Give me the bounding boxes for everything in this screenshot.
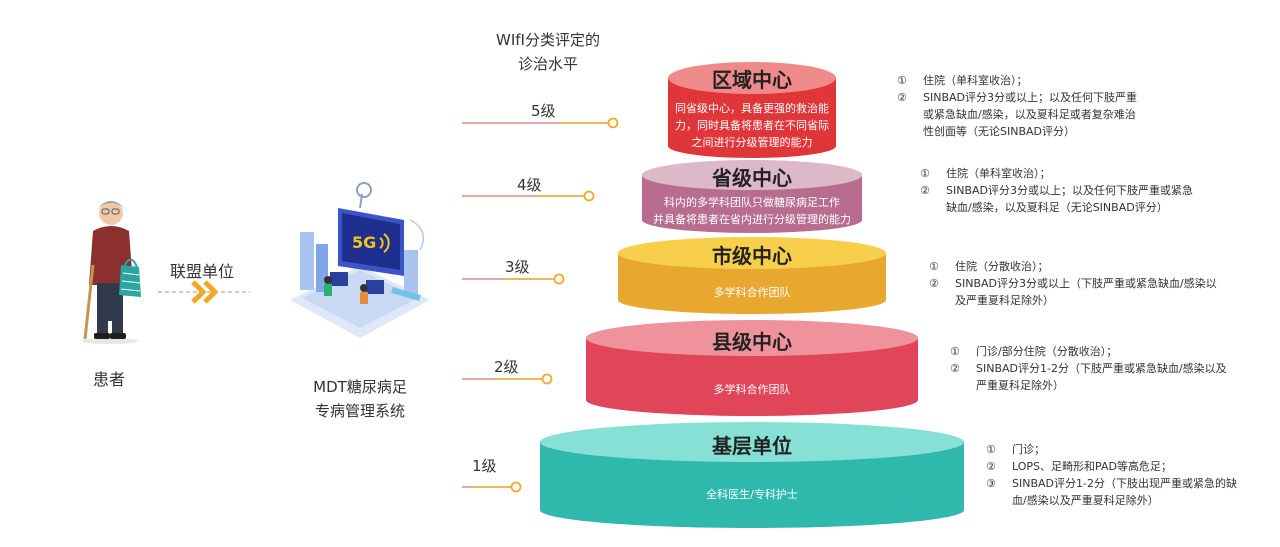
level-line-4 <box>462 190 595 202</box>
patient-label: 患者 <box>93 370 126 389</box>
tier-3-desc: 多学科合作团队 <box>713 286 791 299</box>
tier-5-desc-line: 力，同时具备将患者在不同省际 <box>675 119 829 132</box>
tier-2-cylinder <box>586 320 918 416</box>
level-line-2 <box>462 373 553 385</box>
criteria-item: ② SINBAD评分3分或以上；以及任何下肢严重或紧急 缺血/感染，以及夏科足（… <box>920 182 1193 216</box>
tier-4-criteria: ① 住院（单科室收治）； ② SINBAD评分3分或以上；以及任何下肢严重或紧急… <box>920 165 1193 216</box>
tier-5-title: 区域中心 <box>712 68 792 92</box>
criteria-line: SINBAD评分1-2分（下肢严重或紧急缺血/感染以及 <box>976 362 1227 375</box>
mdt-system-line1: MDT糖尿病足 <box>313 378 407 396</box>
tier-1-title: 基层单位 <box>712 434 792 458</box>
badge-5g: 5G <box>352 233 376 252</box>
criteria-num: ② <box>929 277 939 290</box>
tier-4-cylinder <box>642 160 862 233</box>
level-line-1 <box>462 481 522 493</box>
criteria-item: ② SINBAD评分3分或以上；以及任何下肢严重 或紧急缺血/感染，以及夏科足或… <box>897 89 1137 140</box>
criteria-line: LOPS、足畸形和PAD等高危足； <box>1012 460 1172 473</box>
criteria-line: 血/感染以及严重夏科足除外） <box>1012 494 1159 507</box>
criteria-line: 住院（分散收治）； <box>955 260 1049 273</box>
criteria-line: 严重夏科足除外） <box>976 379 1064 392</box>
criteria-item: ③ SINBAD评分1-2分（下肢出现严重或紧急的缺 血/感染以及严重夏科足除外… <box>986 475 1237 509</box>
criteria-num: ① <box>897 74 907 87</box>
criteria-line: SINBAD评分3分或以上；以及任何下肢严重 <box>923 91 1137 104</box>
tier-1-cylinder <box>540 422 964 528</box>
mdt-system-title: MDT糖尿病足 专病管理系统 <box>280 375 440 423</box>
tier-3-cylinder <box>618 237 886 314</box>
level-label-1: 1级 <box>472 457 497 475</box>
criteria-num: ② <box>950 362 960 375</box>
criteria-line: 门诊； <box>1012 443 1045 456</box>
tier-4-title: 省级中心 <box>712 166 792 190</box>
header-line1: WIfI分类评定的 <box>496 31 600 49</box>
criteria-line: 及严重夏科足除外） <box>955 294 1054 307</box>
alliance-arrow-icon <box>158 280 250 304</box>
tier-5-cylinder <box>668 62 836 158</box>
criteria-item: ① 住院（分散收治）； <box>929 258 1217 275</box>
tier-3-title: 市级中心 <box>712 244 792 268</box>
tier-5-desc-line: 之间进行分级管理的能力 <box>691 136 813 149</box>
criteria-item: ① 住院（单科室收治）； <box>897 72 1137 89</box>
level-label-2: 2级 <box>494 358 519 376</box>
header-line2: 诊治水平 <box>517 55 578 73</box>
tier-2-title: 县级中心 <box>712 330 792 354</box>
criteria-line: 住院（单科室收治）； <box>923 74 1028 87</box>
criteria-line: 住院（单科室收治）； <box>946 167 1051 180</box>
level-label-4: 4级 <box>517 176 542 194</box>
criteria-item: ② SINBAD评分3分或以上（下肢严重或紧急缺血/感染以 及严重夏科足除外） <box>929 275 1217 309</box>
tier-5-criteria: ① 住院（单科室收治）； ② SINBAD评分3分或以上；以及任何下肢严重 或紧… <box>897 72 1137 140</box>
criteria-item: ① 住院（单科室收治）； <box>920 165 1193 182</box>
tier-4-desc-line: 科内的多学科团队只做糖尿病足工作 <box>664 196 840 209</box>
tier-5-desc: 同省级中心，具备更强的救治能 力，同时具备将患者在不同省际 之间进行分级管理的能… <box>662 100 842 151</box>
criteria-item: ① 门诊/部分住院（分散收治）； <box>950 343 1227 360</box>
criteria-num: ② <box>986 460 996 473</box>
criteria-num: ③ <box>986 477 996 490</box>
criteria-num: ① <box>929 260 939 273</box>
criteria-num: ① <box>986 443 996 456</box>
mdt-system-icon: 5G <box>290 182 430 338</box>
criteria-line: SINBAD评分1-2分（下肢出现严重或紧急的缺 <box>1012 477 1237 490</box>
level-line-3 <box>462 273 565 285</box>
mdt-system-line2: 专病管理系统 <box>314 402 405 420</box>
criteria-num: ② <box>920 184 930 197</box>
alliance-label: 联盟单位 <box>170 262 235 281</box>
criteria-line: 性创面等（无论SINBAD评分） <box>923 125 1075 138</box>
level-label-3: 3级 <box>505 258 530 276</box>
level-line-5 <box>462 117 619 129</box>
patient-icon <box>82 201 141 344</box>
criteria-item: ② SINBAD评分1-2分（下肢严重或紧急缺血/感染以及 严重夏科足除外） <box>950 360 1227 394</box>
tier-5-desc-line: 同省级中心，具备更强的救治能 <box>675 102 829 115</box>
tier-2-criteria: ① 门诊/部分住院（分散收治）； ② SINBAD评分1-2分（下肢严重或紧急缺… <box>950 343 1227 394</box>
criteria-line: 门诊/部分住院（分散收治）； <box>976 345 1118 358</box>
criteria-line: 缺血/感染，以及夏科足（无论SINBAD评分） <box>946 201 1168 214</box>
tier-1-criteria: ① 门诊； ② LOPS、足畸形和PAD等高危足； ③ SINBAD评分1-2分… <box>986 441 1237 509</box>
level-label-5: 5级 <box>531 102 556 120</box>
header-title: WIfI分类评定的 诊治水平 <box>478 28 618 76</box>
criteria-line: SINBAD评分3分或以上（下肢严重或紧急缺血/感染以 <box>955 277 1217 290</box>
tier-3-criteria: ① 住院（分散收治）； ② SINBAD评分3分或以上（下肢严重或紧急缺血/感染… <box>929 258 1217 309</box>
criteria-item: ① 门诊； <box>986 441 1237 458</box>
criteria-line: SINBAD评分3分或以上；以及任何下肢严重或紧急 <box>946 184 1193 197</box>
tier-4-desc-line: 并具备将患者在省内进行分级管理的能力 <box>653 213 851 226</box>
criteria-num: ② <box>897 91 907 104</box>
criteria-num: ① <box>920 167 930 180</box>
criteria-line: 或紧急缺血/感染，以及夏科足或者复杂难治 <box>923 108 1136 121</box>
tier-1-desc: 全科医生/专科护士 <box>706 488 798 501</box>
criteria-item: ② LOPS、足畸形和PAD等高危足； <box>986 458 1237 475</box>
criteria-num: ① <box>950 345 960 358</box>
tier-2-desc: 多学科合作团队 <box>713 383 791 396</box>
tier-4-desc: 科内的多学科团队只做糖尿病足工作 并具备将患者在省内进行分级管理的能力 <box>642 194 862 228</box>
